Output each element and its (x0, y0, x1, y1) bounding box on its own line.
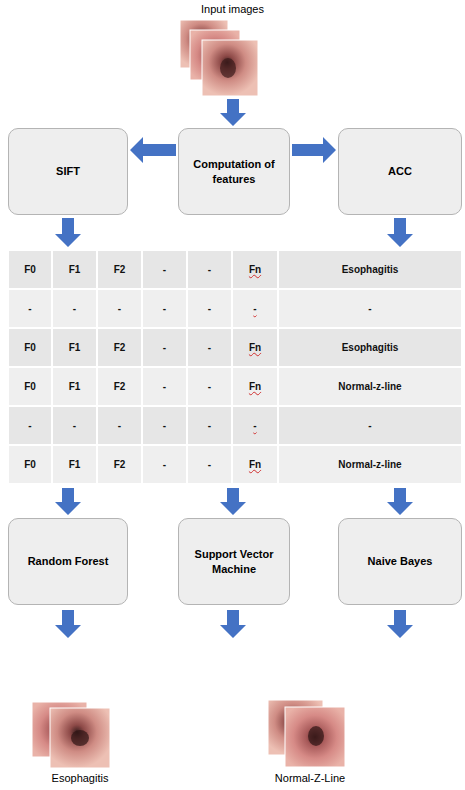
table-cell: - (52, 406, 97, 445)
table-cell: - (142, 406, 187, 445)
image-caption: Input images (130, 3, 335, 16)
table-cell: F2 (97, 445, 142, 484)
flow-arrow (292, 137, 336, 163)
table-cell: - (8, 406, 52, 445)
normal-z-line-images (268, 700, 345, 767)
table-cell: Esophagitis (278, 328, 462, 367)
class-label: Esophagitis (15, 772, 145, 785)
box-label: ACC (388, 164, 412, 178)
flow-arrow (130, 137, 176, 163)
input-image-stack (180, 20, 258, 96)
table-cell: - (142, 289, 187, 328)
box-label: Computation of features (187, 157, 281, 186)
table-cell: F0 (8, 367, 52, 406)
table-cell: F0 (8, 328, 52, 367)
table-cell: - (232, 289, 278, 328)
cell-text: - (253, 303, 256, 314)
table-cell: F1 (52, 250, 97, 289)
table-cell: - (97, 289, 142, 328)
table-cell: - (187, 250, 232, 289)
table-cell: - (187, 406, 232, 445)
box-label: Random Forest (28, 554, 109, 568)
table-cell: - (142, 328, 187, 367)
process-box: Naive Bayes (338, 518, 462, 605)
table-cell: F1 (52, 445, 97, 484)
table-cell: - (278, 289, 462, 328)
table-cell: - (187, 367, 232, 406)
class-label: Normal-Z-Line (245, 772, 375, 785)
cell-text: - (253, 420, 256, 431)
table-cell: - (142, 250, 187, 289)
table-cell: F0 (8, 250, 52, 289)
box-label: Naive Bayes (368, 554, 433, 568)
table-cell: - (52, 289, 97, 328)
box-label: Support Vector Machine (187, 547, 281, 576)
table-cell: Fn (232, 445, 278, 484)
table-cell: - (187, 289, 232, 328)
table-cell: Fn (232, 328, 278, 367)
table-cell: Normal-z-line (278, 445, 462, 484)
table-cell: - (187, 445, 232, 484)
table-cell: F2 (97, 328, 142, 367)
table-cell: F2 (97, 250, 142, 289)
table-cell: - (278, 406, 462, 445)
table-cell: Fn (232, 367, 278, 406)
table-cell: F0 (8, 445, 52, 484)
table-cell: Fn (232, 250, 278, 289)
process-box: ACC (338, 128, 462, 215)
table-cell: F1 (52, 367, 97, 406)
process-box: SIFT (8, 128, 128, 215)
process-box: Computation of features (178, 128, 290, 215)
table-cell: - (8, 289, 52, 328)
table-cell: F1 (52, 328, 97, 367)
table-cell: - (142, 445, 187, 484)
table-cell: - (187, 328, 232, 367)
table-cell: - (142, 367, 187, 406)
box-label: SIFT (56, 164, 80, 178)
cell-text: Fn (249, 381, 261, 392)
table-cell: - (232, 406, 278, 445)
table-cell: Esophagitis (278, 250, 462, 289)
process-box: Support Vector Machine (178, 518, 290, 605)
table-cell: Normal-z-line (278, 367, 462, 406)
cell-text: Fn (249, 459, 261, 470)
table-cell: F2 (97, 367, 142, 406)
process-box: Random Forest (8, 518, 128, 605)
cell-text: Fn (249, 342, 261, 353)
cell-text: Fn (249, 264, 261, 275)
esophagitis-images (32, 702, 110, 768)
table-cell: - (97, 406, 142, 445)
